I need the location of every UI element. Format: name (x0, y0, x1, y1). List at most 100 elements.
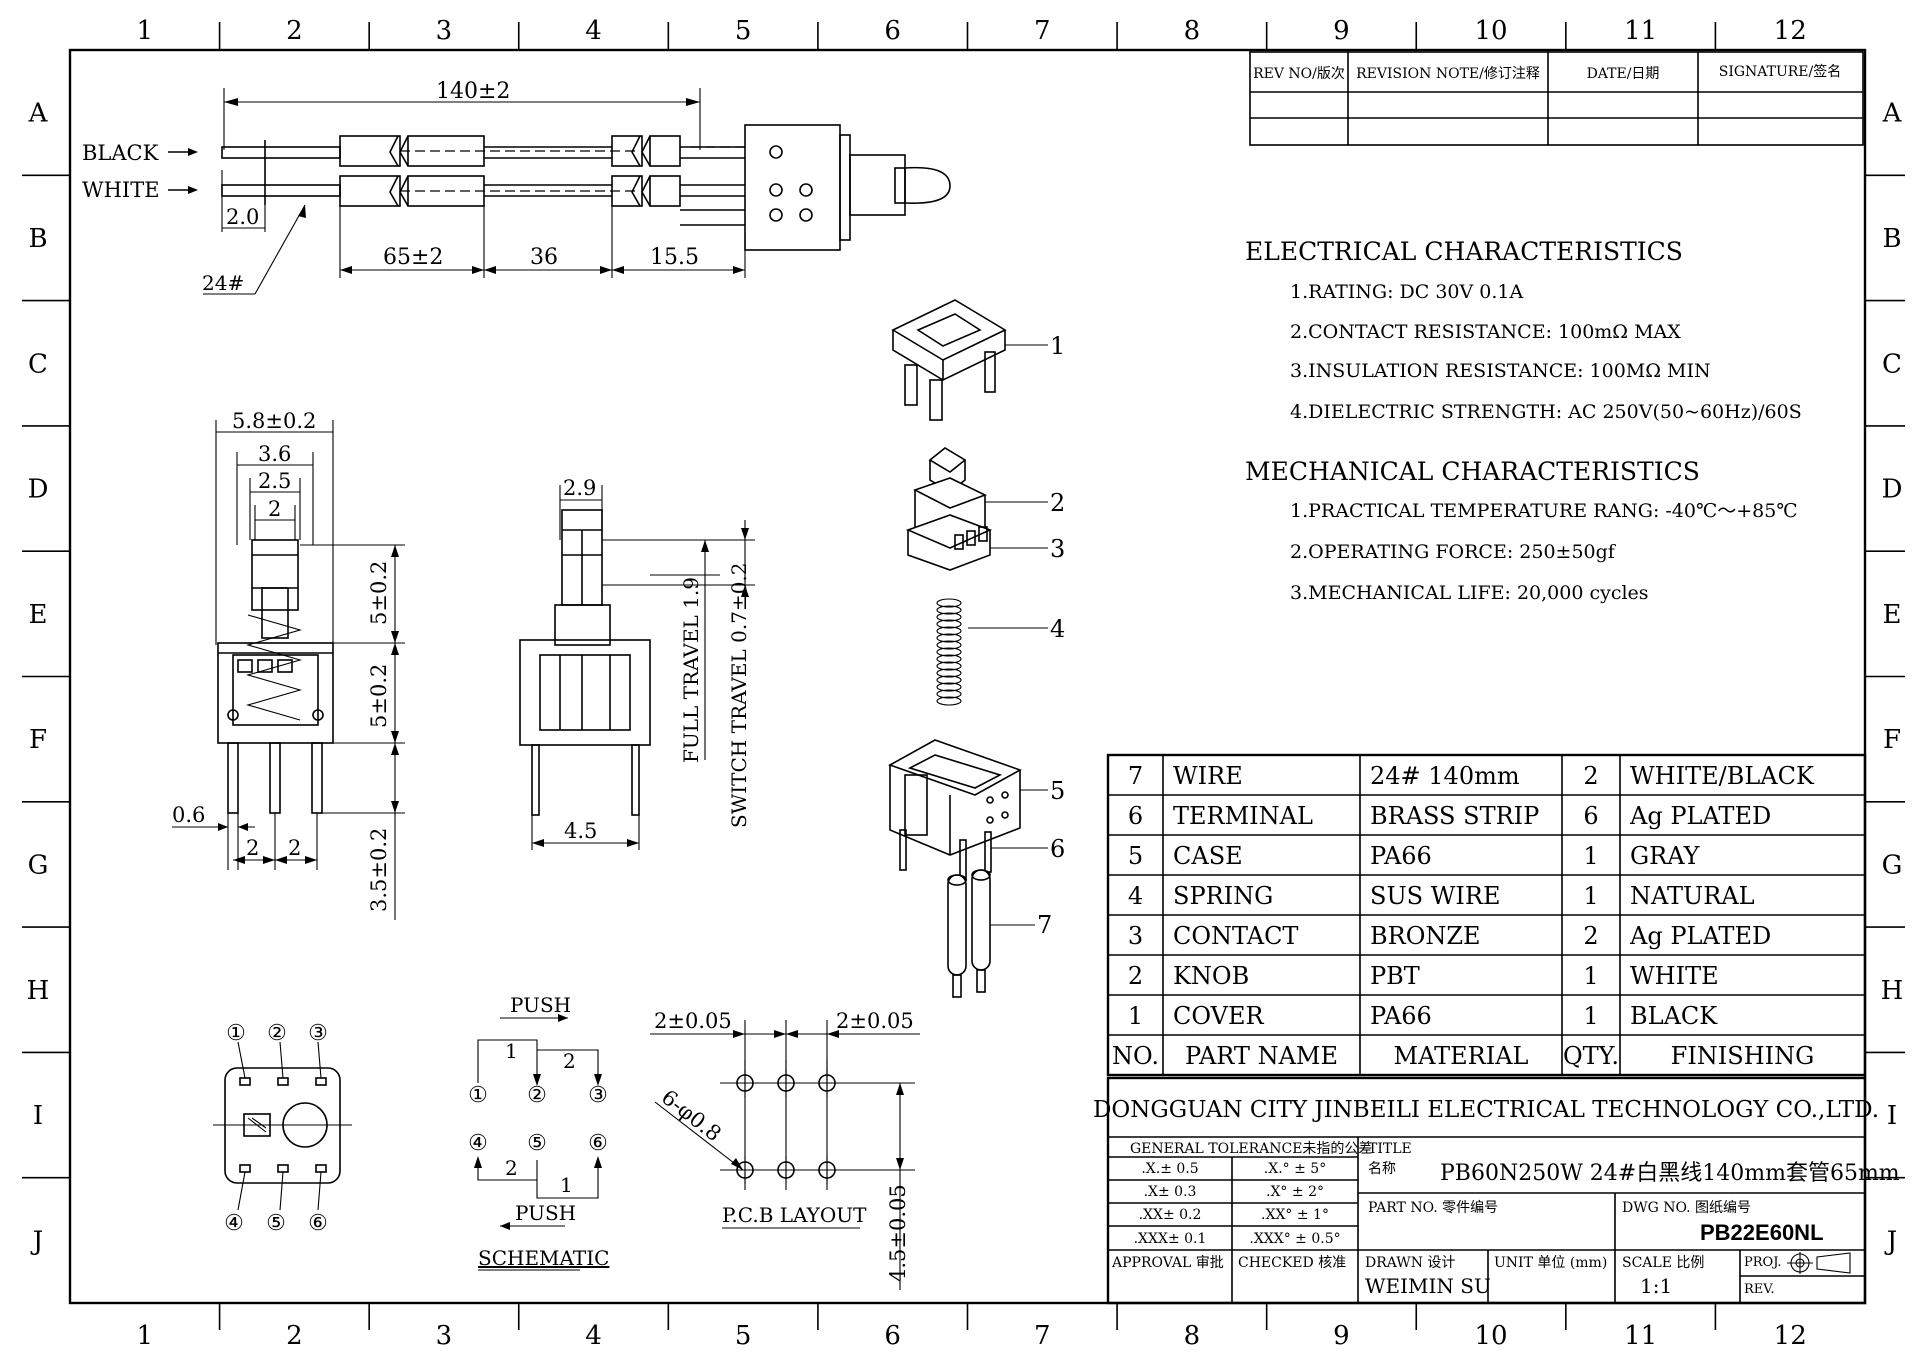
dim-3-6: 3.6 (258, 442, 291, 466)
grid-col-label-bottom: 8 (1184, 1321, 1201, 1351)
grid-col-label-top: 9 (1333, 16, 1350, 46)
bom-header: PART NAME (1185, 1042, 1338, 1070)
grid-col-label-top: 6 (884, 16, 901, 46)
grid-row-label-left: G (28, 850, 49, 880)
exploded-part-knob-contact: 2 3 (905, 447, 1065, 571)
grid-col-label-top: 12 (1774, 16, 1807, 46)
bom-cell: KNOB (1173, 962, 1249, 990)
checked-label: CHECKED 核准 (1238, 1255, 1346, 1271)
drawn-by: WEIMIN SU (1365, 1274, 1491, 1298)
grid-col-label-top: 7 (1034, 16, 1051, 46)
grid-col-label-bottom: 10 (1474, 1321, 1507, 1351)
tolerance-cell: .X.° ± 5° (1264, 1161, 1326, 1177)
tolerance-cell: .XXX± 0.1 (1134, 1231, 1207, 1247)
bom-cell: COVER (1173, 1002, 1264, 1030)
drawn-label: DRAWN 设计 (1365, 1255, 1455, 1271)
height-3-dim: 3.5±0.2 (367, 828, 391, 912)
grid-row-label-right: J (1884, 1226, 1897, 1256)
base-width-dim: 4.5 (564, 819, 597, 843)
grid-row-label-left: A (28, 99, 49, 129)
height-1-dim: 5±0.2 (367, 561, 391, 625)
company-name: DONGGUAN CITY JINBEILI ELECTRICAL TECHNO… (1093, 1097, 1879, 1123)
bom-cell: BRASS STRIP (1370, 802, 1539, 830)
rev-no-header: REV NO/版次 (1253, 66, 1345, 82)
characteristics: ELECTRICAL CHARACTERISTICS 1.RATING: DC … (1245, 237, 1802, 604)
spring-coil (936, 689, 962, 699)
scale-value: 1:1 (1640, 1274, 1672, 1298)
grid-row-label-left: H (27, 976, 50, 1006)
grid-row-label-right: C (1882, 349, 1902, 379)
front-view: 5.8±0.2 3.6 2.5 2 (172, 409, 405, 920)
scale-label: SCALE 比例 (1622, 1255, 1704, 1271)
schematic-pin-1: ① (468, 1083, 488, 1108)
schematic-label-2: 2 (563, 1049, 576, 1073)
pcb-pitch-right: 2±0.05 (836, 1009, 914, 1033)
schematic: PUSH 1 2 ① ② ③ ④ ⑤ ⑥ 2 1 PUSH SCHEMATIC (468, 993, 609, 1271)
schematic-pin-6: ⑥ (588, 1131, 608, 1156)
revision-note-header: REVISION NOTE/修订注释 (1356, 66, 1540, 82)
schematic-push-top: PUSH (510, 993, 571, 1017)
callout-5: 5 (1050, 777, 1065, 805)
title-label: TITLE (1368, 1141, 1412, 1157)
bom-cell: SPRING (1173, 882, 1273, 910)
grid-col-label-bottom: 4 (585, 1321, 602, 1351)
segment-1-dim: 65±2 (383, 245, 443, 270)
bom-cell: 1 (1583, 1002, 1598, 1030)
grid-row-label-left: J (30, 1226, 43, 1256)
callout-7: 7 (1037, 911, 1052, 939)
bom-cell: 2 (1128, 962, 1143, 990)
grid-col-label-bottom: 2 (286, 1321, 303, 1351)
exploded-view: 1 2 3 4 (888, 299, 1065, 998)
grid-row-label-left: F (29, 725, 47, 755)
revision-block: REV NO/版次 REVISION NOTE/修订注释 DATE/日期 SIG… (1249, 51, 1864, 146)
grid-row-label-right: E (1883, 600, 1902, 630)
grid-col-label-bottom: 3 (436, 1321, 453, 1351)
bom-header: FINISHING (1671, 1042, 1815, 1070)
strip-length-dim: 2.0 (226, 205, 259, 229)
black-wire-label: BLACK (82, 141, 159, 165)
grid-col-label-top: 1 (137, 16, 154, 46)
pinout-pin-6: ⑥ (308, 1211, 328, 1236)
bom-cell: WHITE/BLACK (1630, 762, 1815, 790)
pcb-layout: 2±0.05 2±0.05 6-φ0.8 4.5±0.05 P.C.B LAYO… (650, 1009, 920, 1290)
grid-col-label-top: 11 (1624, 16, 1657, 46)
bom-cell: BLACK (1630, 1002, 1718, 1030)
width-dim: 5.8±0.2 (232, 409, 316, 433)
bom-header: QTY. (1563, 1042, 1619, 1070)
schematic-pin-5: ⑤ (527, 1131, 547, 1156)
pcb-row-pitch-dim: 4.5±0.05 (886, 1184, 910, 1282)
pin-pitch-2: 2 (288, 836, 301, 860)
name-label: 名称 (1368, 1161, 1396, 1177)
pin-pitch-1: 2 (246, 836, 259, 860)
electrical-title: ELECTRICAL CHARACTERISTICS (1245, 237, 1683, 266)
bom-cell: 7 (1128, 762, 1143, 790)
pin-width-dim: 0.6 (172, 803, 205, 827)
spring-coil (936, 696, 962, 706)
bom-cell: 1 (1583, 962, 1598, 990)
grid-col-label-bottom: 9 (1333, 1321, 1350, 1351)
bom-cell: 5 (1128, 842, 1143, 870)
switch-travel-dim: SWITCH TRAVEL 0.7±0.2 (727, 563, 751, 829)
wire-gauge-label: 24# (202, 271, 244, 295)
bom-cell: WIRE (1173, 762, 1243, 790)
schematic-pin-2: ② (527, 1083, 547, 1108)
pcb-title: P.C.B LAYOUT (722, 1203, 867, 1227)
grid-col-label-top: 10 (1474, 16, 1507, 46)
tolerance-cell: .X.± 0.5 (1141, 1161, 1198, 1177)
grid-col-label-top: 3 (436, 16, 453, 46)
bom-cell: TERMINAL (1173, 802, 1313, 830)
schematic-title: SCHEMATIC (478, 1246, 609, 1270)
drawing-title: PB60N250W 24#白黑线140mm套管65mm (1440, 1161, 1900, 1186)
grid-col-label-top: 8 (1184, 16, 1201, 46)
bom-header: MATERIAL (1394, 1042, 1529, 1070)
grid-col-label-bottom: 6 (884, 1321, 901, 1351)
height-2-dim: 5±0.2 (367, 664, 391, 728)
bom-cell: Ag PLATED (1629, 802, 1771, 830)
proj-label: PROJ. (1744, 1255, 1782, 1270)
grid-col-label-bottom: 11 (1624, 1321, 1657, 1351)
electrical-item-3: 3.INSULATION RESISTANCE: 100MΩ MIN (1290, 360, 1711, 382)
bom-cell: 1 (1128, 1002, 1143, 1030)
grid-col-label-bottom: 1 (137, 1321, 154, 1351)
pinout-pin-1: ① (226, 1021, 246, 1046)
